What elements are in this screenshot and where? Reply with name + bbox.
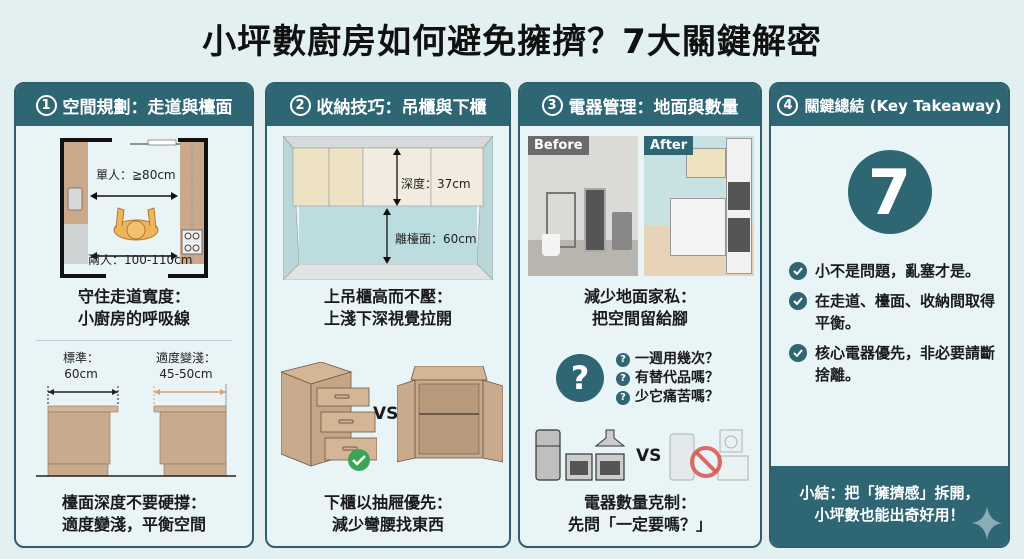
question-item: ?一週用幾次？ [616,350,719,369]
check-icon [789,344,807,362]
check-icon [789,262,807,280]
takeaway-item: 小不是問題，亂塞才是。 [789,260,996,282]
question-item: ?有替代品嗎？ [616,369,719,388]
question-item: ?少它痛苦嗎？ [616,388,719,407]
caption-floor-2: 把空間留給腳 [591,309,688,328]
takeaway-item: 核心電器優先，非必要請斷捨離。 [789,342,996,386]
single-width-label: 單人：≧80cm [96,168,176,182]
drawer-cabinet-icon [281,362,377,471]
check-icon [789,292,807,310]
caption-appliance-1: 電器數量克制： [583,493,696,512]
before-tag: Before [528,136,589,155]
sparkle-icon [972,506,1002,540]
wall-cabinet-diagram [283,136,493,280]
question-icon: ? [616,371,630,386]
door-cabinet-icon [397,366,503,463]
double-width-label: 兩人：100-110cm [88,253,193,267]
kitchen-floorplan-diagram [60,138,208,278]
caption-drawer-1: 下櫃以抽屜優先： [323,493,452,512]
panel-appliances: 3 電器管理：地面與數量 Before After 減少地面家私： 把空間留給腳… [518,82,762,548]
reduced-label: 適度變淺： 45-50cm [155,351,216,381]
caption-appliance-2: 先問「一定要嗎？」 [567,515,712,534]
takeaway-list: 小不是問題，亂塞才是。 在走道、檯面、收納間取得平衡。 核心電器優先，非必要請斷… [789,260,996,394]
number-badge: 1 [35,94,57,116]
vs-label: VS [636,446,662,466]
standard-label: 標準： 60cm [62,351,99,381]
summary-box: 小結：把「擁擠感」拆開， 小坪數也能出奇好用！ [771,466,1008,546]
panel-title: 收納技巧：吊櫃與下櫃 [316,97,487,118]
counter-depth-diagram [36,384,236,477]
before-photo: Before [528,136,638,276]
question-icon: ? [616,390,630,405]
caption-floor-1: 減少地面家私： [583,287,696,306]
caption-counter-2: 適度變淺，平衡空間 [61,515,206,534]
panel-space-planning: 1 空間規劃：走道與檯面 單人：≧80cm 兩人：100-110cm 守住走道寬… [14,82,254,548]
takeaway-item: 在走道、檯面、收納間取得平衡。 [789,290,996,334]
question-badge: ? [556,354,604,402]
panel-header: 1 空間規劃：走道與檯面 [16,84,252,126]
gap-label: 離檯面：60cm [395,232,477,246]
caption-counter-1: 檯面深度不要硬撐： [61,493,206,512]
question-icon: ? [616,352,630,367]
caption-aisle-2: 小廚房的呼吸線 [77,309,190,328]
page-title: 小坪數廚房如何避免擁擠？7大關鍵解密 [202,22,822,62]
summary-line-2: 小坪數也能出奇好用！ [814,506,965,524]
caption-wall-cabinet-1: 上吊櫃高而不壓： [323,287,452,306]
panel-header: 4 關鍵總結 (Key Takeaway) [771,84,1008,126]
caption-drawer-2: 減少彎腰找東西 [331,515,444,534]
after-photo: After [644,136,754,276]
number-badge: 3 [541,94,563,116]
depth-label: 深度：37cm [401,177,471,191]
number-badge: 2 [289,94,311,116]
after-tag: After [644,136,694,155]
vs-label: VS [373,404,399,424]
summary-line-1: 小結：把「擁擠感」拆開， [799,484,980,502]
question-list: ?一週用幾次？ ?有替代品嗎？ ?少它痛苦嗎？ [616,350,719,407]
panel-key-takeaway: 4 關鍵總結 (Key Takeaway) 7 小不是問題，亂塞才是。 在走道、… [769,82,1010,548]
excess-appliances-icon [669,429,749,481]
panel-header: 2 收納技巧：吊櫃與下櫃 [267,84,509,126]
panel-storage: 2 收納技巧：吊櫃與下櫃 深度：37cm 離檯面：60cm 上吊櫃高而不壓： 上… [265,82,511,548]
panel-title: 空間規劃：走道與檯面 [62,97,233,118]
panel-title: 關鍵總結 (Key Takeaway) [804,96,1002,115]
divider [36,340,232,341]
panel-header: 3 電器管理：地面與數量 [520,84,760,126]
big-number-badge: 7 [847,150,932,234]
essential-appliances-icon [535,429,626,481]
number-badge: 4 [777,94,799,116]
caption-wall-cabinet-2: 上淺下深視覺拉開 [323,309,452,328]
panel-title: 電器管理：地面與數量 [568,97,739,118]
caption-aisle-1: 守住走道寬度： [77,287,190,306]
